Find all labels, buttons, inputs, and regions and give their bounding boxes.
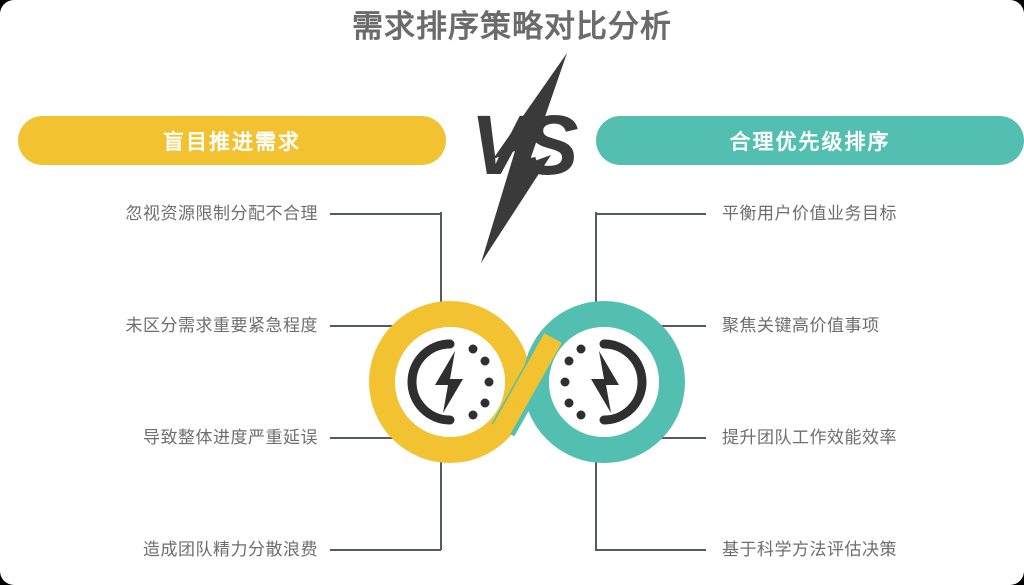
left-column-heading-label: 盲目推进需求 — [163, 130, 301, 154]
left-list-item-3: 导致整体进度严重延误 — [143, 428, 318, 447]
left-column-heading-pill: 盲目推进需求 — [18, 116, 446, 165]
right-branch-4 — [595, 549, 706, 551]
right-branch-1 — [595, 213, 706, 215]
right-column-heading-pill: 合理优先级排序 — [596, 116, 1024, 165]
left-list-item-1: 忽视资源限制分配不合理 — [125, 204, 318, 223]
right-list-item-4: 基于科学方法评估决策 — [722, 540, 897, 559]
left-list-item-2: 未区分需求重要紧急程度 — [125, 316, 318, 335]
right-list-item-3: 提升团队工作效能效率 — [722, 428, 897, 447]
left-branch-2 — [330, 325, 441, 327]
right-list-item-1: 平衡用户价值业务目标 — [722, 204, 897, 223]
lightning-bolt-icon — [481, 53, 567, 263]
crossover-yellow-stroke — [490, 333, 562, 439]
page-title: 需求排序策略对比分析 — [352, 9, 672, 44]
right-list-item-2: 聚焦关键高价值事项 — [722, 316, 880, 335]
left-branch-3 — [330, 437, 441, 439]
left-speedometer-lightning-icon — [407, 339, 494, 425]
right-column-heading-label: 合理优先级排序 — [729, 130, 891, 154]
right-speedometer-lightning-icon — [560, 339, 647, 425]
left-list-item-4: 造成团队精力分散浪费 — [143, 540, 318, 559]
infinity-rings-graphic — [369, 301, 685, 463]
left-branch-4 — [330, 549, 441, 551]
left-branch-1 — [330, 213, 441, 215]
versus-badge: VS — [455, 45, 590, 270]
